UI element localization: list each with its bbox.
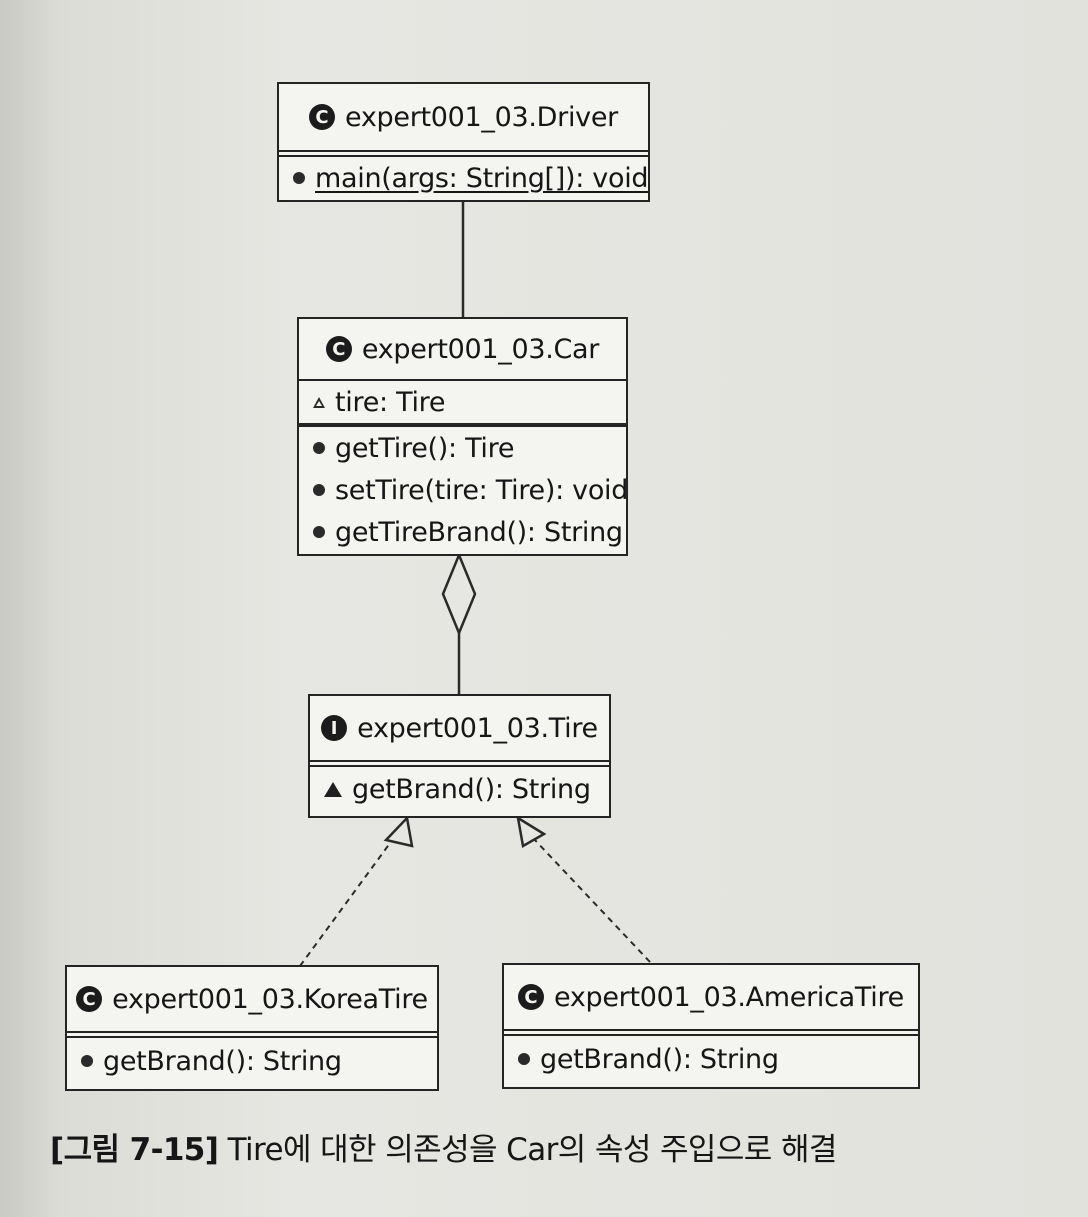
operation-text: getTire(): Tire (335, 432, 515, 464)
class-car-name: expert001_03.Car (361, 333, 600, 365)
class-koreatire-operations: getBrand(): String (67, 1038, 437, 1082)
operation-text: setTire(tire: Tire): void (335, 474, 629, 506)
attribute-compartment-empty (279, 152, 648, 157)
class-icon: C (76, 986, 103, 1012)
package-visibility-icon (324, 781, 342, 797)
class-americatire-header: C expert001_03.AmericaTire (504, 965, 918, 1031)
public-visibility-icon (518, 1053, 530, 1065)
operation-row: getBrand(): String (81, 1040, 427, 1082)
operation-row: getTire(): Tire (313, 427, 616, 469)
operation-text: getBrand(): String (352, 773, 591, 805)
class-driver-header: C expert001_03.Driver (279, 84, 648, 152)
class-icon: C (325, 336, 352, 362)
operation-text: getTireBrand(): String (335, 516, 623, 548)
operation-row: getBrand(): String (518, 1038, 908, 1080)
realization-koreatire-arrowhead (383, 815, 414, 848)
class-koreatire: C expert001_03.KoreaTire getBrand(): Str… (65, 965, 439, 1091)
package-visibility-icon (313, 396, 325, 408)
operation-text: getBrand(): String (540, 1043, 779, 1075)
class-americatire-operations: getBrand(): String (504, 1036, 918, 1080)
class-car-header: C expert001_03.Car (299, 319, 626, 381)
class-driver-operations: main(args: String[]): void (279, 157, 649, 199)
public-visibility-icon (81, 1055, 93, 1067)
figure-caption: [그림 7-15] Tire에 대한 의존성을 Car의 속성 주입으로 해결 (50, 1124, 837, 1169)
interface-tire-header: I expert001_03.Tire (310, 696, 609, 762)
attribute-compartment-empty (504, 1031, 918, 1036)
class-koreatire-name: expert001_03.KoreaTire (112, 983, 428, 1015)
class-car-attributes: tire: Tire (299, 381, 626, 425)
public-visibility-icon (313, 484, 325, 496)
class-americatire-name: expert001_03.AmericaTire (554, 981, 904, 1013)
interface-tire-operations: getBrand(): String (310, 767, 609, 810)
operation-row: setTire(tire: Tire): void (313, 469, 628, 511)
class-driver-name: expert001_03.Driver (345, 101, 618, 133)
interface-icon: I (321, 715, 348, 741)
class-icon: C (518, 984, 544, 1010)
realization-americatire (532, 837, 651, 963)
figure-caption-text: Tire에 대한 의존성을 Car의 속성 주입으로 해결 (227, 1132, 838, 1168)
class-driver: C expert001_03.Driver main(args: String[… (277, 82, 650, 202)
aggregation-diamond (441, 551, 477, 637)
interface-tire-name: expert001_03.Tire (357, 712, 598, 744)
operation-row: getTireBrand(): String (313, 511, 623, 553)
attribute-compartment-empty (310, 762, 609, 767)
attribute-compartment-empty (67, 1033, 437, 1038)
operation-text: main(args: String[]): void (315, 162, 649, 194)
operation-row: getBrand(): String (324, 768, 599, 810)
operation-text: getBrand(): String (103, 1045, 342, 1077)
class-car: C expert001_03.Car tire: Tire getTire():… (297, 317, 628, 556)
public-visibility-icon (313, 526, 325, 538)
realization-americatire-arrowhead (516, 815, 547, 848)
class-americatire: C expert001_03.AmericaTire getBrand(): S… (502, 963, 920, 1089)
public-visibility-icon (313, 442, 325, 454)
interface-tire: I expert001_03.Tire getBrand(): String (308, 694, 611, 818)
attribute-row: tire: Tire (313, 381, 616, 423)
figure-label: [그림 7-15] (50, 1132, 219, 1168)
operation-row: main(args: String[]): void (293, 157, 649, 199)
class-car-operations: getTire(): Tire setTire(tire: Tire): voi… (299, 425, 628, 553)
realization-koreatire (299, 838, 394, 967)
public-visibility-icon (293, 172, 305, 184)
class-icon: C (309, 104, 336, 130)
class-koreatire-header: C expert001_03.KoreaTire (67, 967, 437, 1033)
attribute-text: tire: Tire (335, 386, 446, 418)
